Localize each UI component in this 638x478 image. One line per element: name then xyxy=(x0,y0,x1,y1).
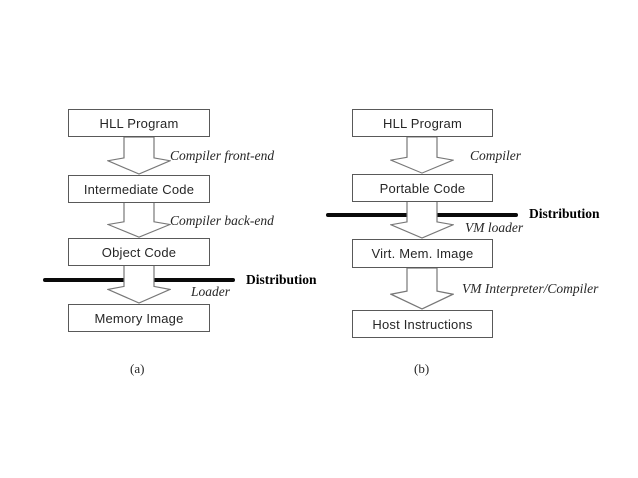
flow-box-memory-image: Memory Image xyxy=(68,304,210,332)
down-arrow-icon xyxy=(390,137,454,174)
flow-step-label: Compiler xyxy=(470,148,522,163)
down-arrow-icon xyxy=(390,268,454,310)
panel-caption-a: (a) xyxy=(130,361,145,376)
down-arrow-icon xyxy=(107,202,171,238)
flow-box-object-code: Object Code xyxy=(68,238,210,266)
flow-box-hll-program: HLL Program xyxy=(68,109,210,137)
flow-step-label: VM loader xyxy=(465,220,524,235)
panel-caption-b: (b) xyxy=(414,361,430,376)
distribution-label: Distribution xyxy=(246,272,317,287)
flow-box-label: HLL Program xyxy=(382,115,463,131)
down-arrow-icon xyxy=(107,265,171,304)
flow-step-label: Compiler front-end xyxy=(170,148,275,163)
flow-box-host-instructions: Host Instructions xyxy=(352,310,493,338)
down-arrow-icon xyxy=(390,201,454,239)
flow-box-label: Virt. Mem. Image xyxy=(371,246,474,261)
flow-box-label: Memory Image xyxy=(94,310,184,326)
flow-box-label: Host Instructions xyxy=(372,316,473,332)
down-arrow-icon xyxy=(107,137,171,175)
flow-step-label: Compiler back-end xyxy=(170,213,274,228)
flow-box-virt-mem-image: Virt. Mem. Image xyxy=(352,239,493,268)
flow-box-label: HLL Program xyxy=(99,115,179,131)
flow-step-label: Loader xyxy=(191,284,231,299)
distribution-label: Distribution xyxy=(529,206,600,221)
flow-box-hll-program: HLL Program xyxy=(352,109,493,137)
flow-box-label: Intermediate Code xyxy=(83,181,195,197)
flow-box-intermediate-code: Intermediate Code xyxy=(68,175,210,203)
flow-box-label: Object Code xyxy=(101,244,177,260)
flow-step-label: VM Interpreter/Compiler xyxy=(462,281,599,296)
flow-box-portable-code: Portable Code xyxy=(352,174,493,202)
flow-box-label: Portable Code xyxy=(379,180,466,196)
